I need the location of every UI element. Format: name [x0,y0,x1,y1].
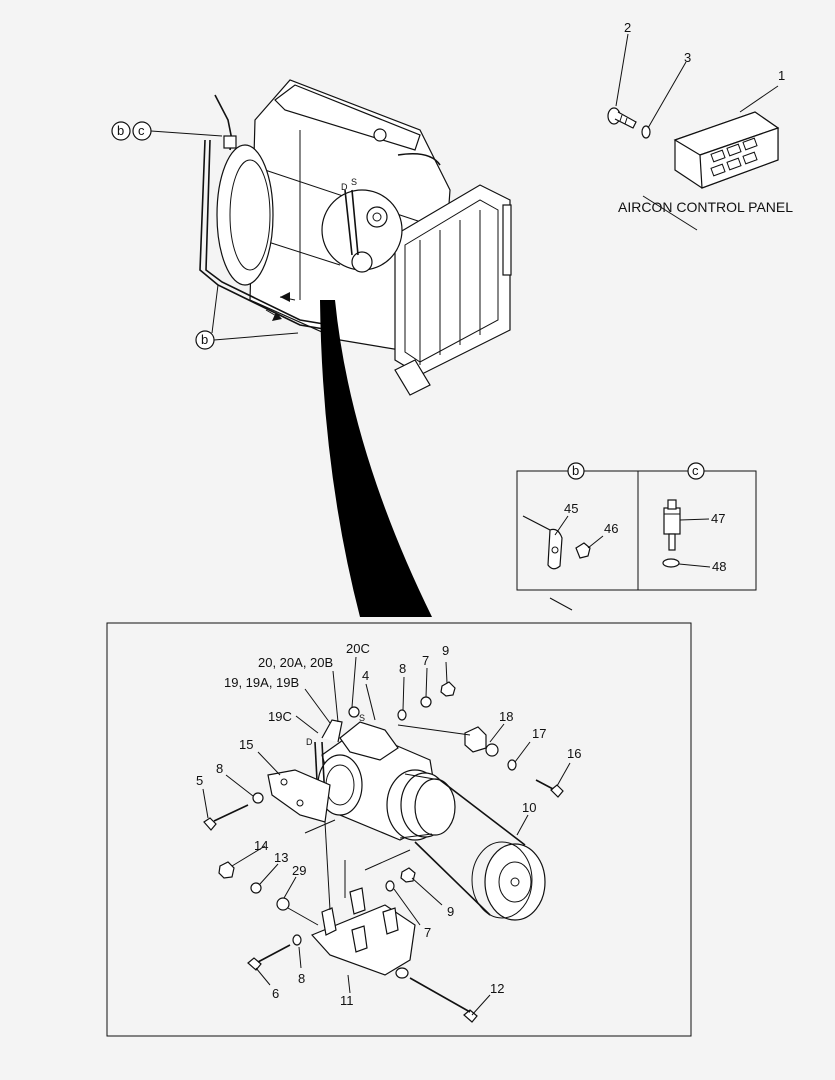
callout-7-bottom: 7 [424,925,431,940]
detail-c-label: c [692,463,699,478]
bracket-11 [310,887,416,979]
panel-leader [642,195,698,231]
callout-bc [111,121,223,141]
callout-8-bottom: 8 [298,971,305,986]
fasteners [203,681,564,1023]
detail-leader [549,597,573,611]
aircon-control-panel [673,85,780,189]
callout-b-lower [195,284,299,350]
callout-7-top: 7 [422,653,429,668]
callout-9-bottom: 9 [447,904,454,919]
leader-lines [202,656,571,1016]
callout-48: 48 [712,559,726,574]
callout-s-detail: S [359,713,365,723]
detail-b-label: b [572,463,579,478]
callout-8-top: 8 [399,661,406,676]
callout-s: S [351,177,357,187]
screw-2 [607,33,637,129]
callout-45: 45 [564,501,578,516]
callout-d: D [341,182,348,192]
zoom-funnel [320,300,432,617]
callout-10: 10 [522,800,536,815]
callout-5: 5 [196,773,203,788]
callout-8-left: 8 [216,761,223,776]
callout-46: 46 [604,521,618,536]
callout-12: 12 [490,981,504,996]
callout-d-detail: D [306,737,313,747]
bracket-18 [464,726,487,753]
callout-20: 20, 20A, 20B [258,655,333,670]
callout-47: 47 [711,511,725,526]
callout-15: 15 [239,737,253,752]
belt-and-pulley [414,779,546,921]
callout-17: 17 [532,726,546,741]
callout-9-top: 9 [442,643,449,658]
callout-1: 1 [778,68,785,83]
callout-b-top: b [117,123,124,138]
callout-29: 29 [292,863,306,878]
callout-b-lower-text: b [201,332,208,347]
callout-c-top: c [138,123,145,138]
callout-16: 16 [567,746,581,761]
callout-3: 3 [684,50,691,65]
callout-2: 2 [624,20,631,35]
callout-18: 18 [499,709,513,724]
callout-6: 6 [272,986,279,1001]
compressor [314,706,456,841]
callout-4: 4 [362,668,369,683]
detail-box-bc [516,462,757,591]
callout-11: 11 [340,993,354,1008]
panel-title: AIRCON CONTROL PANEL [618,199,793,215]
compressor-detail-box [106,622,692,1037]
callout-14: 14 [254,838,268,853]
callout-19: 19, 19A, 19B [224,675,299,690]
washer-3 [641,61,687,139]
engine-assembly [199,79,512,396]
callout-13: 13 [274,850,288,865]
callout-19c: 19C [268,709,292,724]
callout-20c: 20C [346,641,370,656]
